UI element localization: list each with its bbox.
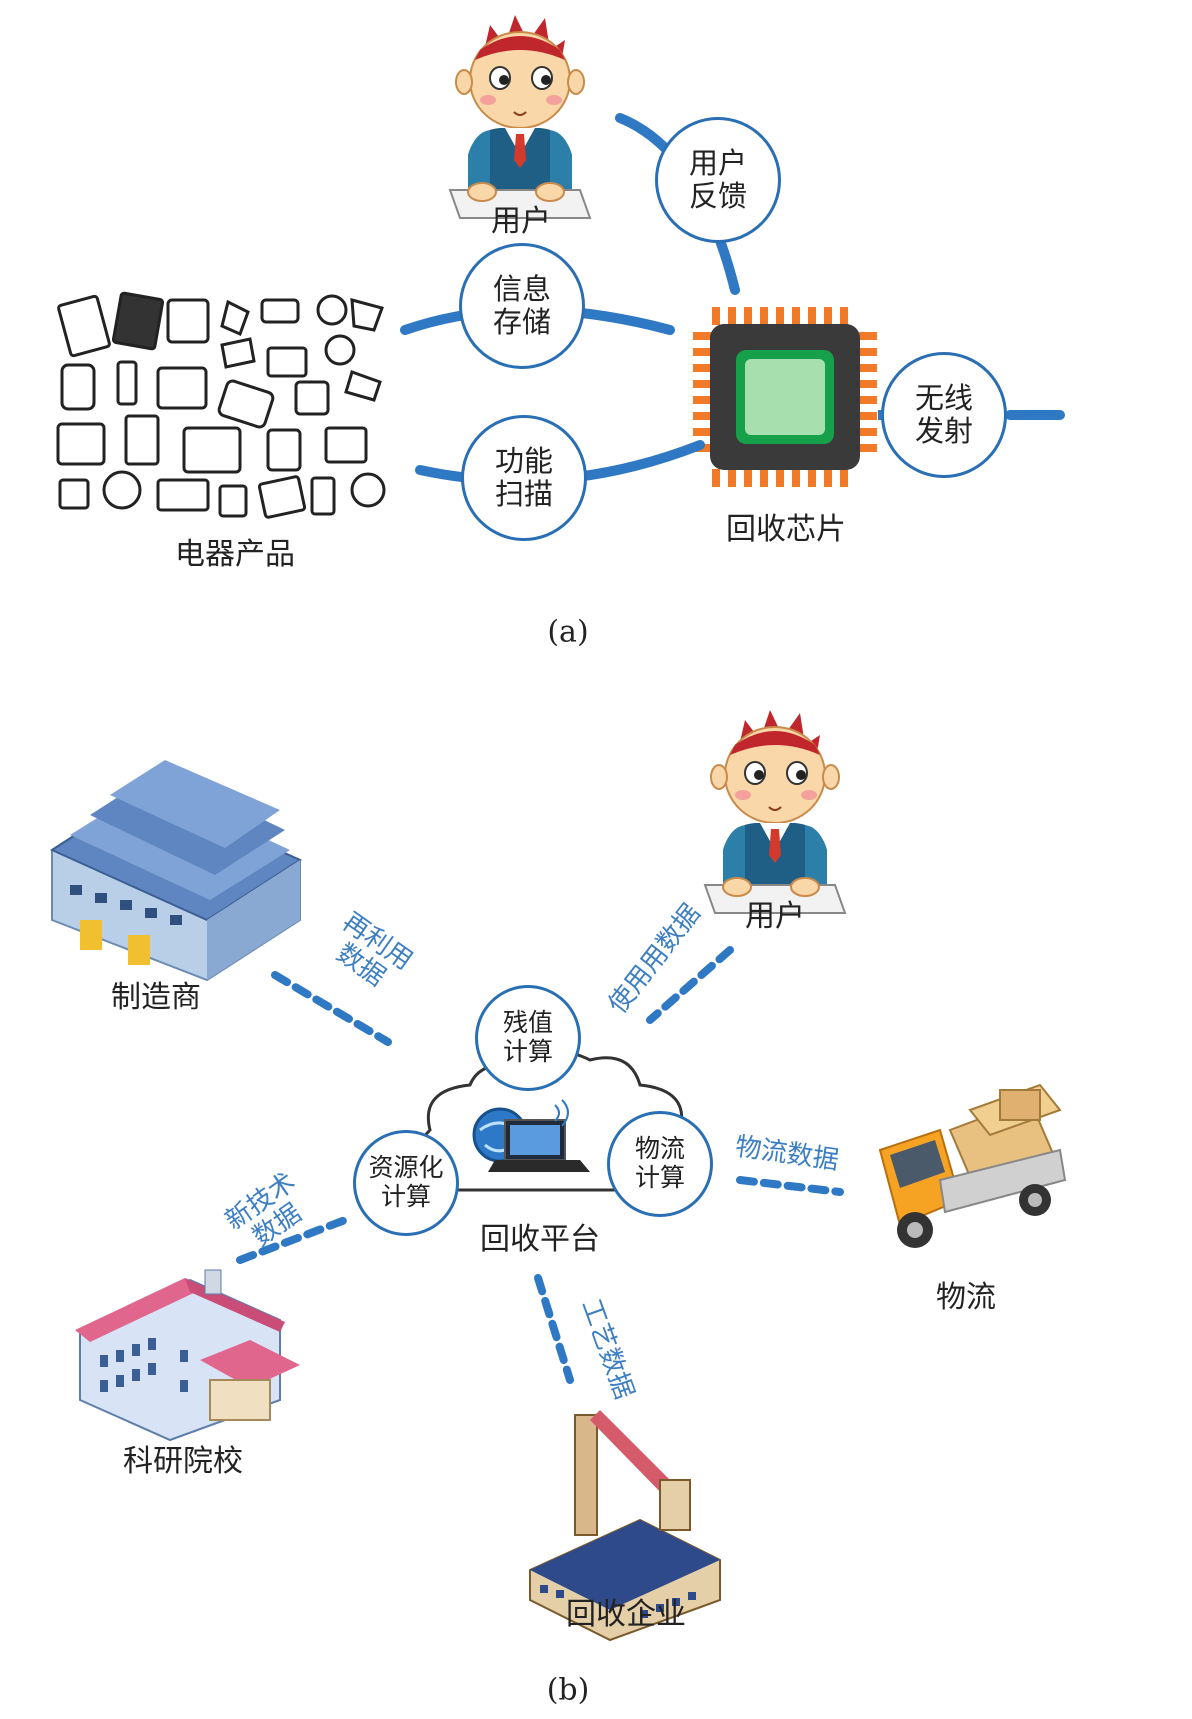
- caption-a: (a): [547, 614, 589, 650]
- bubble-resource-calc: 资源化 计算: [353, 1130, 459, 1236]
- bubble-user-feedback: 用户 反馈: [655, 117, 781, 243]
- link-logistics: [736, 1176, 844, 1196]
- panel-a-graphics: [56, 14, 1065, 519]
- bubble-resource-calc-line2: 计算: [380, 1182, 431, 1211]
- bubble-info-storage-line1: 信息: [492, 271, 551, 306]
- caption-b: (b): [546, 1672, 590, 1708]
- recycling-plant-graphic: [529, 1410, 721, 1642]
- manufacturer-label: 制造商: [111, 980, 201, 1015]
- platform-label: 回收平台: [480, 1222, 600, 1257]
- research-building-graphic: [75, 1269, 300, 1442]
- user-label-a: 用户: [491, 204, 551, 239]
- bubble-info-storage: 信息 存储: [459, 243, 585, 369]
- bubble-wireless-emit-line2: 发射: [914, 414, 973, 448]
- bubble-residual-calc-line2: 计算: [502, 1037, 553, 1066]
- bubble-wireless-emit: 无线 发射: [881, 352, 1007, 478]
- user-label-b: 用户: [745, 899, 805, 934]
- bubble-user-feedback-line2: 反馈: [688, 179, 747, 213]
- factory-graphic: [49, 760, 303, 982]
- logistics-label: 物流: [936, 1280, 996, 1315]
- bubble-info-storage-line2: 存储: [492, 305, 551, 339]
- bubble-user-feedback-line1: 用户: [688, 145, 747, 180]
- user-figure-a: [449, 14, 591, 219]
- bubble-residual-calc: 残值 计算: [475, 985, 581, 1091]
- link-manufacturer: [271, 971, 392, 1046]
- bubble-logistics-calc-line1: 物流: [634, 1134, 685, 1164]
- bubble-residual-calc-line1: 残值: [502, 1008, 553, 1038]
- truck-graphic: [878, 1083, 1067, 1248]
- panel-b-graphics: [49, 709, 1067, 1642]
- link-research: [236, 1216, 349, 1264]
- appliances-cluster: [56, 291, 386, 519]
- bubble-logistics-calc: 物流 计算: [607, 1111, 713, 1217]
- recycler-label: 回收企业: [566, 1597, 686, 1632]
- bubble-resource-calc-line1: 资源化: [368, 1153, 444, 1183]
- user-figure-b: [704, 709, 846, 914]
- link-recycler: [534, 1274, 574, 1384]
- bubble-wireless-emit-line1: 无线: [914, 380, 973, 415]
- bubble-function-scan-line1: 功能: [494, 443, 553, 478]
- chip-label: 回收芯片: [726, 512, 846, 547]
- bubble-function-scan: 功能 扫描: [461, 415, 587, 541]
- recycling-chip: [693, 307, 877, 487]
- bubble-logistics-calc-line2: 计算: [634, 1163, 685, 1192]
- link-user: [646, 946, 734, 1024]
- products-label: 电器产品: [175, 537, 295, 572]
- bubble-function-scan-line2: 扫描: [494, 477, 553, 511]
- research-label: 科研院校: [123, 1444, 243, 1479]
